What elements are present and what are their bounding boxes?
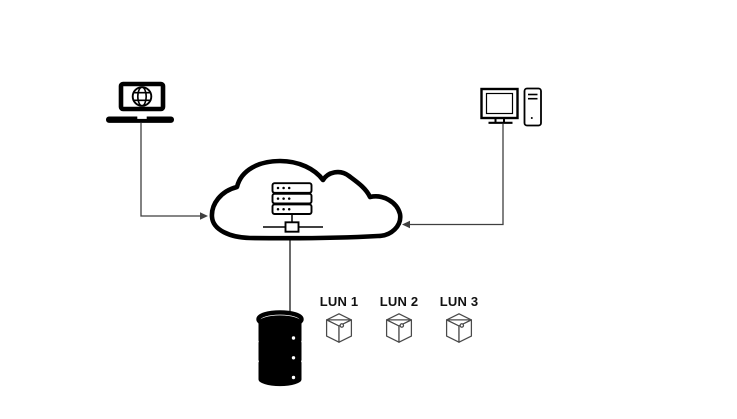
- connector-laptop-to-cloud: [140, 123, 208, 220]
- globe-icon: [131, 86, 153, 107]
- cloud-icon: [209, 158, 403, 241]
- package-box-icon-lun2: [385, 313, 413, 343]
- laptop-globe-icon: [106, 81, 174, 123]
- server-rack-network-icon: [263, 182, 323, 233]
- arrowhead-right-icon: [200, 212, 208, 220]
- lun1-label: LUN 1: [319, 294, 359, 309]
- computer-tower-icon: [523, 87, 542, 127]
- package-box-icon-lun1: [325, 313, 353, 343]
- package-box-icon-lun3: [445, 313, 473, 343]
- arrowhead-left-icon: [402, 220, 410, 229]
- connector-desktop-to-cloud: [402, 124, 504, 229]
- desktop-computer-icon: [480, 87, 542, 127]
- database-cylinder-icon: [256, 310, 304, 387]
- lun3-label: LUN 3: [439, 294, 479, 309]
- lun2-label: LUN 2: [379, 294, 419, 309]
